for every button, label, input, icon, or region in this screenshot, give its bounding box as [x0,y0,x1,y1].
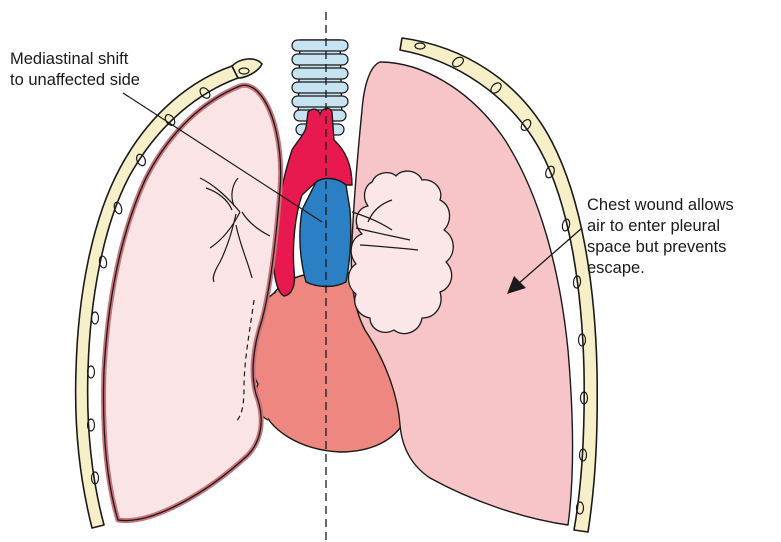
label-mediastinal-shift: Mediastinal shift to unaffected side [10,49,140,91]
label-mediastinal-shift-line-1: Mediastinal shift [10,49,140,70]
label-chest-wound: Chest wound allows air to enter pleural … [587,195,734,279]
label-chest-wound-line-4: escape. [587,258,734,279]
label-chest-wound-line-3: space but prevents [587,237,734,258]
label-chest-wound-line-2: air to enter pleural [587,216,734,237]
label-chest-wound-line-1: Chest wound allows [587,195,734,216]
collapsed-lung-tissue [349,171,454,334]
label-mediastinal-shift-line-2: to unaffected side [10,70,140,91]
